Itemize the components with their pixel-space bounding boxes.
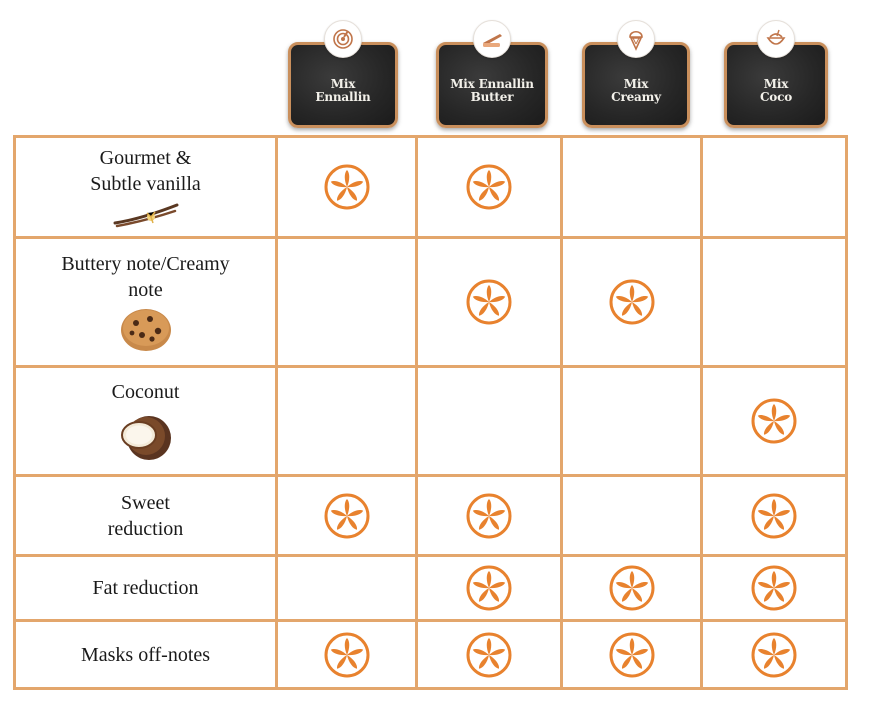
orange-flower-icon — [749, 398, 799, 444]
mark-cell — [700, 554, 848, 622]
product-card-mix-coco: Mix Coco — [724, 20, 828, 128]
coconut-cup-icon — [757, 20, 795, 58]
product-label: Mix Coco — [759, 77, 793, 104]
table-row: Gourmet & Subtle vanilla — [13, 135, 848, 239]
orange-flower-icon — [464, 279, 514, 325]
row-label-cell: Masks off-notes — [13, 619, 278, 690]
mark-cell — [560, 135, 703, 239]
mark-cell — [415, 554, 563, 622]
orange-flower-icon — [749, 632, 799, 677]
mark-cell — [700, 619, 848, 690]
mark-cell — [415, 135, 563, 239]
mark-cell — [415, 619, 563, 690]
orange-flower-icon — [607, 279, 657, 325]
mark-cell — [560, 619, 703, 690]
product-card-mix-ennallin-butter: Mix Ennallin Butter — [436, 20, 548, 128]
mark-cell — [700, 365, 848, 477]
row-label-cell: Coconut — [13, 365, 278, 477]
orange-flower-icon — [749, 565, 799, 611]
orange-flower-icon — [322, 164, 372, 210]
product-label: Mix Creamy — [611, 77, 661, 104]
mark-cell — [415, 474, 563, 557]
orange-flower-icon — [464, 493, 514, 538]
swirl-icon — [324, 20, 362, 58]
table-row: Coconut — [13, 365, 848, 477]
orange-flower-icon — [322, 632, 372, 677]
mark-cell — [275, 474, 418, 557]
mark-cell — [700, 236, 848, 368]
mark-cell — [275, 135, 418, 239]
mark-cell — [415, 236, 563, 368]
ice-cream-icon — [617, 20, 655, 58]
row-label: Buttery note/Creamy note — [61, 253, 230, 301]
mark-cell — [560, 474, 703, 557]
row-label-cell: Sweet reduction — [13, 474, 278, 557]
mark-cell — [275, 554, 418, 622]
mark-cell — [275, 365, 418, 477]
butter-knife-icon — [473, 20, 511, 58]
orange-flower-icon — [464, 164, 514, 210]
vanilla-pod-icon — [113, 203, 178, 228]
orange-flower-icon — [322, 493, 372, 538]
mark-cell — [560, 236, 703, 368]
product-label: Mix Ennallin — [315, 77, 371, 104]
mark-cell — [275, 619, 418, 690]
mark-cell — [700, 135, 848, 239]
mark-cell — [275, 236, 418, 368]
table-row: Fat reduction — [13, 554, 848, 622]
mark-cell — [415, 365, 563, 477]
orange-flower-icon — [464, 632, 514, 677]
orange-flower-icon — [464, 565, 514, 611]
row-label: Masks off-notes — [80, 643, 211, 666]
table-row: Sweet reduction — [13, 474, 848, 557]
row-label-cell: Gourmet & Subtle vanilla — [13, 135, 278, 239]
orange-flower-icon — [607, 565, 657, 611]
product-card-mix-creamy: Mix Creamy — [582, 20, 690, 128]
comparison-table: Gourmet & Subtle vanilla Buttery note/Cr… — [13, 135, 848, 690]
mark-cell — [560, 554, 703, 622]
row-label-cell: Buttery note/Creamy note — [13, 236, 278, 368]
row-label: Fat reduction — [92, 577, 199, 599]
product-label: Mix Ennallin Butter — [450, 77, 534, 104]
row-label: Sweet reduction — [107, 491, 184, 540]
product-card-mix-ennallin: Mix Ennallin — [288, 20, 398, 128]
cookie-icon — [120, 309, 171, 351]
row-label-cell: Fat reduction — [13, 554, 278, 622]
row-label: Coconut — [111, 381, 180, 403]
mark-cell — [700, 474, 848, 557]
orange-flower-icon — [749, 493, 799, 538]
table-row: Masks off-notes — [13, 619, 848, 690]
orange-flower-icon — [607, 632, 657, 677]
mark-cell — [560, 365, 703, 477]
row-label: Gourmet & Subtle vanilla — [90, 147, 201, 195]
table-row: Buttery note/Creamy note — [13, 236, 848, 368]
coconut-icon — [120, 416, 171, 460]
